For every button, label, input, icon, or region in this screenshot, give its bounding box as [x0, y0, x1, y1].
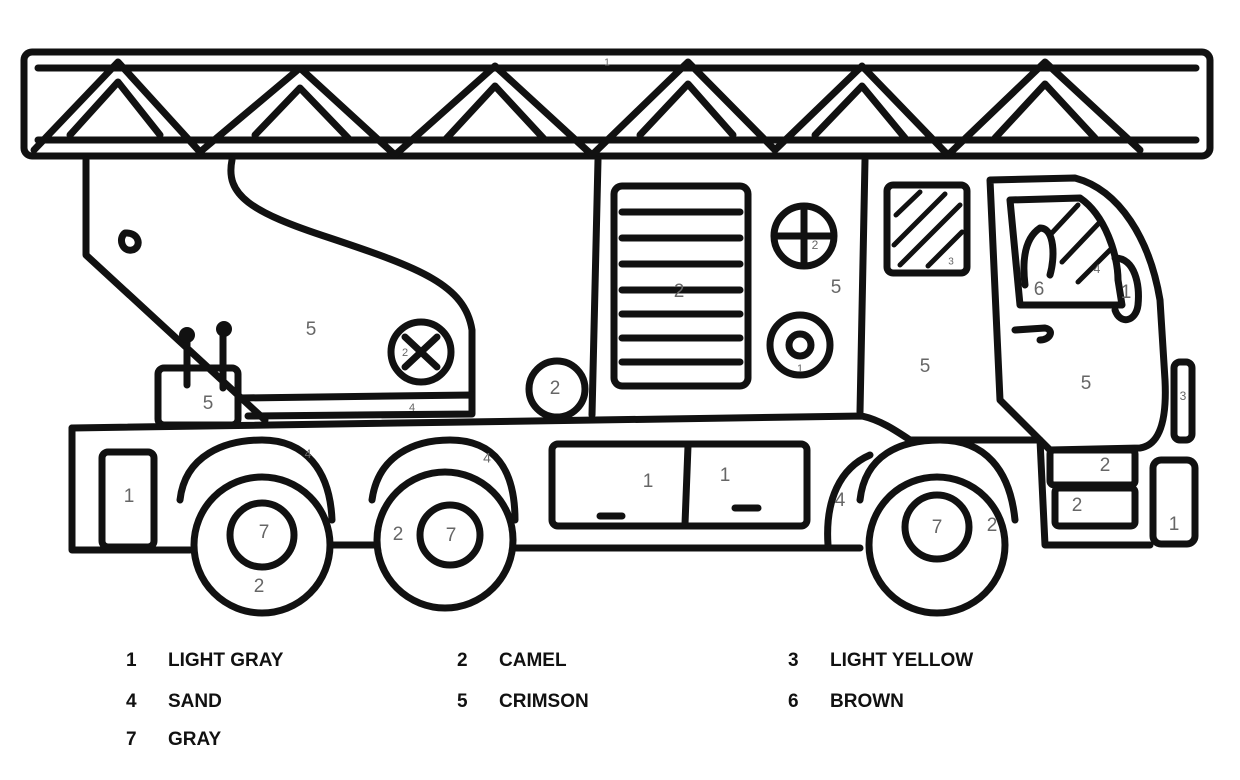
number-body-right: 5	[831, 277, 842, 298]
number-compartment-right: 1	[720, 465, 731, 486]
legend-number: 3	[788, 650, 799, 671]
number-arm-rail: 4	[409, 402, 415, 414]
number-hub-rear: 7	[259, 522, 270, 543]
number-bumper: 1	[1169, 514, 1180, 535]
legend-number: 2	[457, 650, 468, 671]
legend-color: CRIMSON	[499, 691, 589, 712]
wheel-front	[856, 436, 1019, 617]
number-step-top: 2	[1100, 455, 1111, 476]
legend-number: 7	[126, 729, 137, 750]
number-shutter: 2	[674, 281, 685, 302]
number-fender-rear: 4	[305, 447, 312, 461]
number-hub-mid: 7	[446, 525, 457, 546]
legend-color: SAND	[168, 691, 222, 712]
chassis	[68, 412, 1154, 554]
number-fender-mid: 4	[483, 450, 491, 466]
number-arm: 5	[306, 319, 317, 340]
fire-truck-drawing: 1 5 5 4 2 2 2 2 5 1 5 3 4 6 1 5 3 1 4 4 …	[20, 48, 1214, 617]
number-mirror: 1	[1121, 282, 1132, 303]
cab	[986, 174, 1199, 548]
body-panel	[588, 156, 869, 419]
number-round-vent: 2	[402, 347, 408, 359]
number-ball: 2	[550, 378, 561, 399]
legend-color: LIGHT GRAY	[168, 650, 284, 671]
number-side-light: 3	[1180, 389, 1187, 403]
number-tire-rear: 2	[254, 576, 265, 597]
number-base-box: 5	[203, 393, 214, 414]
number-tire-front: 2	[987, 515, 998, 536]
number-driver: 6	[1034, 279, 1045, 300]
number-ladder: 1	[604, 58, 610, 69]
number-hatched-window: 3	[948, 257, 954, 268]
legend-number: 6	[788, 691, 799, 712]
number-tire-mid: 2	[393, 524, 404, 545]
number-round-light: 1	[797, 363, 803, 375]
legend-number: 4	[126, 691, 137, 712]
number-hub-front: 7	[932, 517, 943, 538]
number-mid-body: 5	[920, 356, 931, 377]
legend-color: CAMEL	[499, 650, 567, 671]
legend-number: 1	[126, 650, 137, 671]
legend-number: 5	[457, 691, 468, 712]
legend-color: BROWN	[830, 691, 904, 712]
ball	[525, 357, 589, 421]
number-rear-door: 1	[124, 486, 135, 507]
hatched-window	[883, 181, 971, 277]
wheel-rear	[176, 436, 336, 617]
ladder-arm	[82, 156, 476, 424]
number-cab: 5	[1081, 373, 1092, 394]
wheel-mid	[368, 436, 519, 612]
number-small-window: 2	[812, 238, 819, 252]
legend-color: GRAY	[168, 729, 222, 750]
number-step-bottom: 2	[1072, 495, 1083, 516]
number-fender-front: 4	[835, 490, 846, 511]
legend-color: LIGHT YELLOW	[830, 650, 974, 671]
number-compartment-left: 1	[643, 471, 654, 492]
ladder	[20, 48, 1214, 160]
number-windshield: 4	[1094, 262, 1101, 276]
